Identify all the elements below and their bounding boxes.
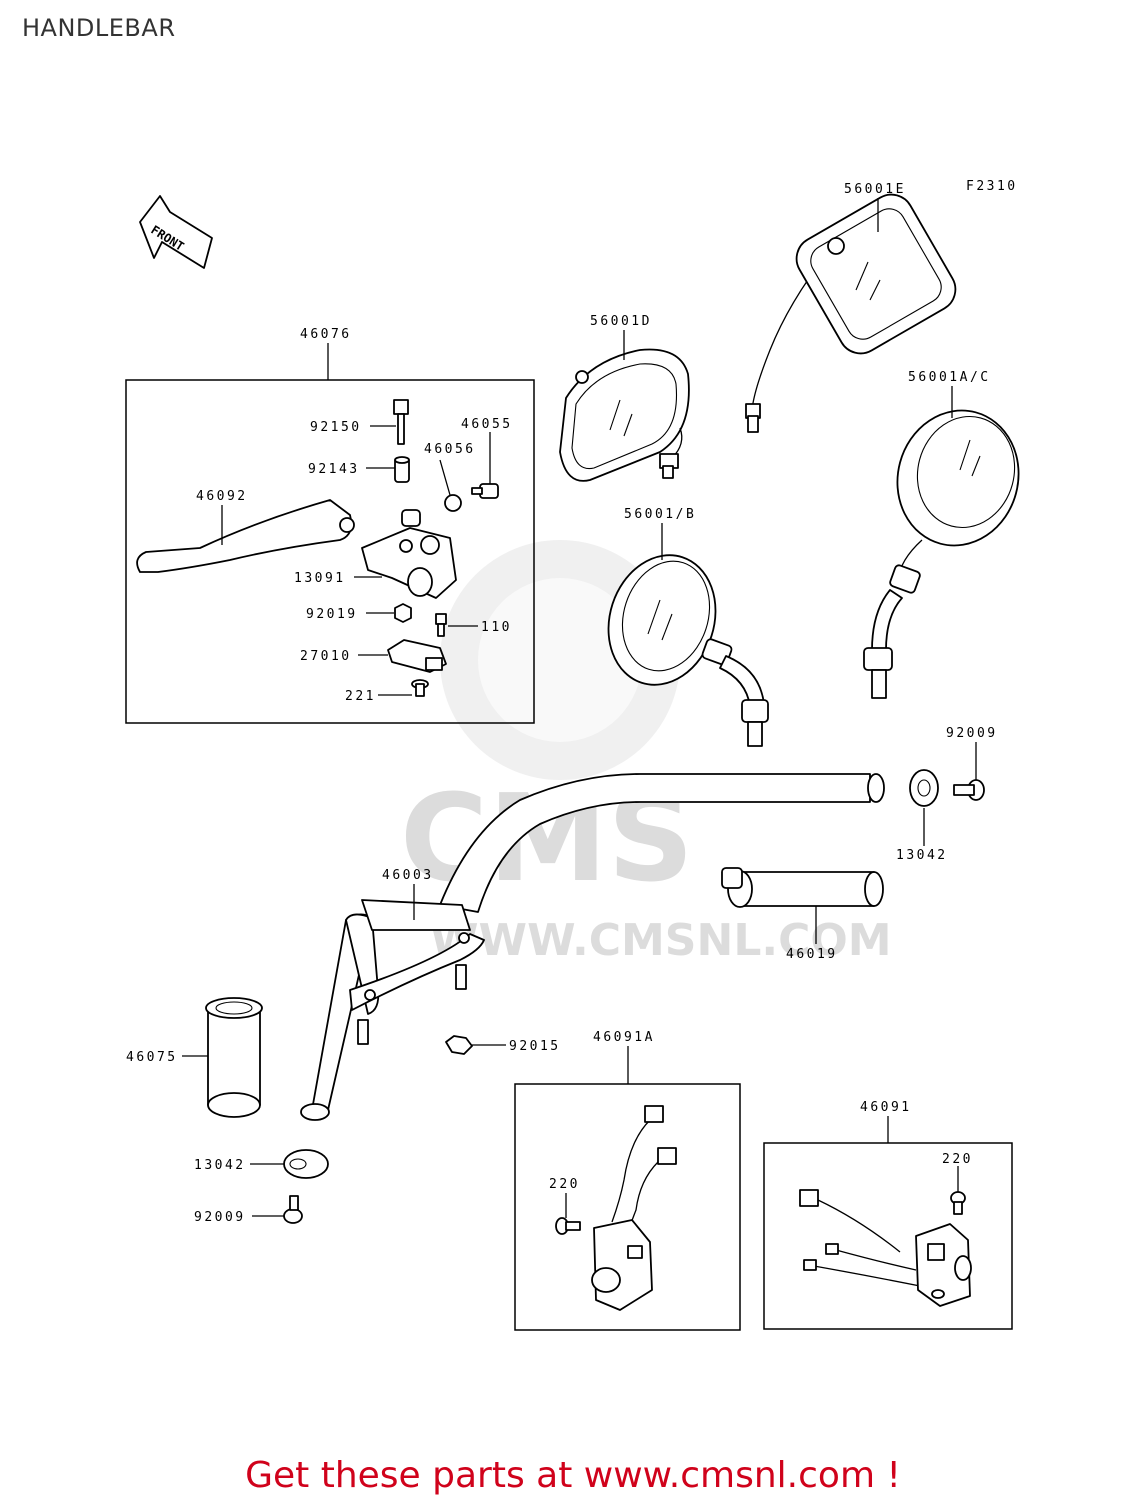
label-92143: 92143	[308, 462, 360, 477]
label-46003: 46003	[382, 868, 434, 883]
clutch-switch-27010	[387, 639, 447, 673]
left-switch-46091a	[591, 1105, 677, 1311]
mirror-56001e	[745, 193, 957, 433]
page-title: HANDLEBAR	[22, 14, 176, 42]
label-27010: 27010	[300, 649, 352, 664]
left-grip-46075	[205, 997, 263, 1118]
right-switch-box	[763, 1142, 1013, 1330]
throttle-grip-46019	[721, 867, 884, 908]
right-switch-46091	[799, 1189, 972, 1307]
bolt-92150	[393, 399, 409, 445]
label-56001b: 56001/B	[624, 507, 696, 522]
label-92015: 92015	[509, 1039, 561, 1054]
label-56001d: 56001D	[590, 314, 652, 329]
screw-92009-right	[953, 779, 985, 801]
label-92009-right: 92009	[946, 726, 998, 741]
label-220-left: 220	[549, 1177, 580, 1192]
washer-13042-left	[283, 1149, 329, 1179]
adjuster-46055	[471, 483, 499, 499]
screw-220-left	[555, 1217, 581, 1235]
label-221: 221	[345, 689, 376, 704]
nut-92015	[445, 1035, 473, 1055]
label-46019: 46019	[786, 947, 838, 962]
label-92009-left: 92009	[194, 1210, 246, 1225]
label-92019: 92019	[306, 607, 358, 622]
label-220-right: 220	[942, 1152, 973, 1167]
label-92150: 92150	[310, 420, 362, 435]
label-13042-left: 13042	[194, 1158, 246, 1173]
cta-link[interactable]: Get these parts at www.cmsnl.com !	[245, 1455, 901, 1496]
label-46092: 46092	[196, 489, 248, 504]
label-46076: 46076	[300, 327, 352, 342]
watermark-url: WWW.CMSNL.COM	[430, 915, 892, 966]
clutch-lever	[136, 499, 355, 573]
front-arrow-icon: FRONT	[139, 195, 213, 269]
screw-220-right	[950, 1191, 966, 1215]
mirror-56001d	[559, 348, 690, 482]
label-46075: 46075	[126, 1050, 178, 1065]
label-46055: 46055	[461, 417, 513, 432]
label-13042-right: 13042	[896, 848, 948, 863]
handlebar-46003	[300, 773, 885, 1121]
lever-holder-13091	[361, 509, 457, 599]
screw-221	[411, 679, 429, 697]
label-56001e: 56001E	[844, 182, 906, 197]
mirror-56001ac	[863, 409, 1020, 699]
left-switch-box	[514, 1083, 741, 1331]
figure-code: F2310	[966, 179, 1018, 194]
label-46056: 46056	[424, 442, 476, 457]
nut-46056	[444, 494, 462, 512]
mirror-56001b	[607, 554, 769, 747]
label-110: 110	[481, 620, 512, 635]
label-13091: 13091	[294, 571, 346, 586]
label-46091: 46091	[860, 1100, 912, 1115]
washer-13042-right	[909, 769, 939, 807]
screw-110	[435, 613, 447, 637]
label-56001ac: 56001A/C	[908, 370, 991, 385]
lever-assembly-box	[125, 379, 535, 724]
label-46091a: 46091A	[593, 1030, 655, 1045]
screw-92009-left	[283, 1195, 303, 1224]
collar-92143	[394, 456, 410, 483]
nut-92019	[394, 603, 412, 623]
